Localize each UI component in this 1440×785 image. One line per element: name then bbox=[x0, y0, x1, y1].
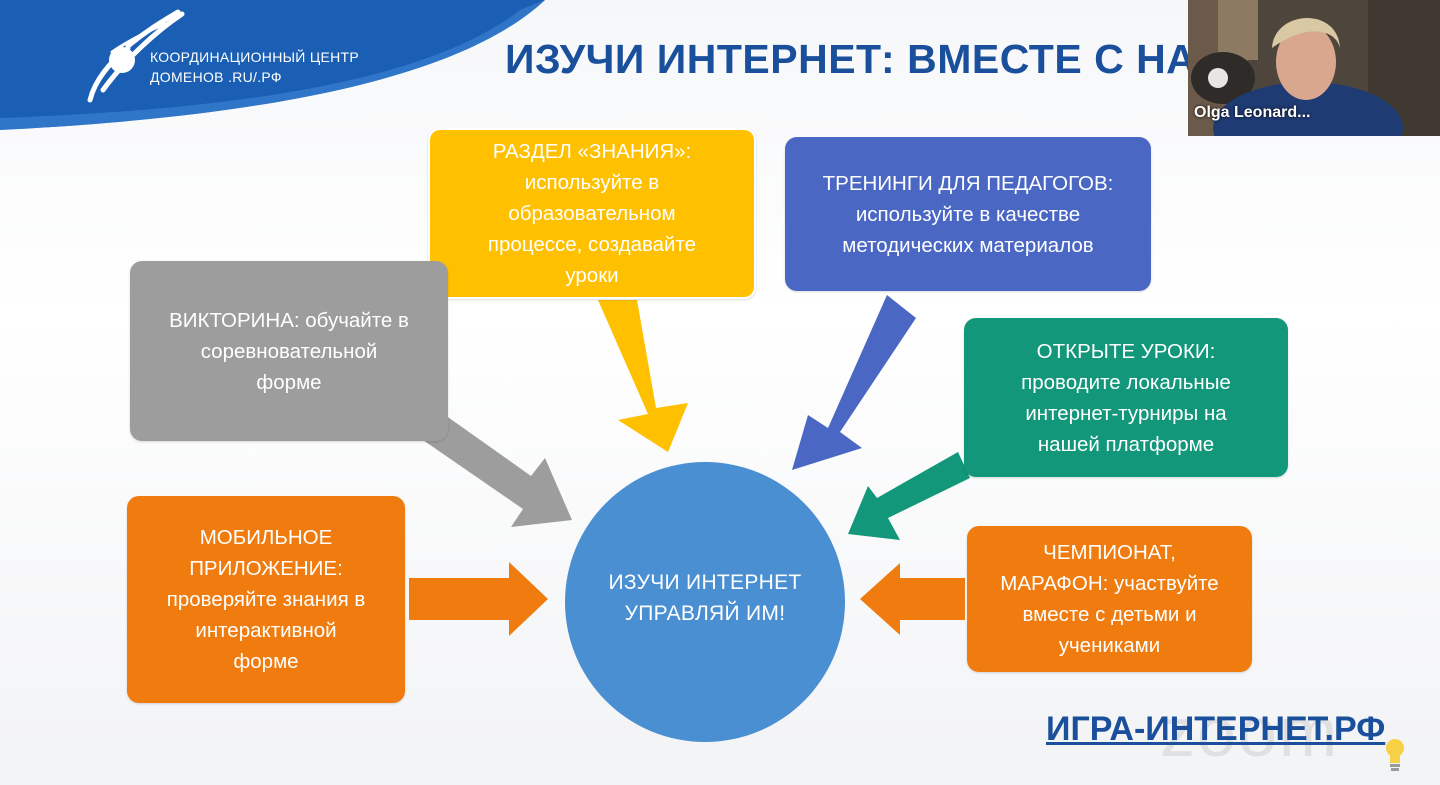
box-line: ТРЕНИНГИ ДЛЯ ПЕДАГОГОВ: bbox=[822, 171, 1114, 195]
knowledge-section-box: РАЗДЕЛ «ЗНАНИЯ»: используйте в образоват… bbox=[428, 128, 756, 299]
box-line: уроки bbox=[565, 264, 619, 287]
slide-title: ИЗУЧИ ИНТЕРНЕТ: ВМЕСТЕ С НАМИ bbox=[505, 36, 1261, 82]
satellite-icon bbox=[87, 9, 185, 103]
site-link[interactable]: ИГРА-ИНТЕРНЕТ.РФ bbox=[1046, 710, 1386, 748]
box-line: интерактивной bbox=[195, 619, 337, 642]
box-line: форме bbox=[256, 370, 322, 394]
box-line: образовательном bbox=[508, 202, 676, 225]
mobile-app-box: МОБИЛЬНОЕ ПРИЛОЖЕНИЕ: проверяйте знания … bbox=[127, 496, 405, 703]
box-line: вместе с детьми и bbox=[1022, 603, 1197, 626]
box-line: ВИКТОРИНА: обучайте в bbox=[169, 308, 409, 332]
arrow-from-championship bbox=[860, 563, 965, 635]
center-line-2: УПРАВЛЯЙ ИМ! bbox=[624, 602, 786, 625]
box-line: соревновательной bbox=[200, 339, 378, 363]
logo-band bbox=[0, 0, 545, 130]
logo-text: КООРДИНАЦИОННЫЙ ЦЕНТР ДОМЕНОВ .RU/.РФ bbox=[150, 47, 359, 87]
box-line: проводите локальные bbox=[1021, 370, 1231, 394]
box-line: используйте в bbox=[524, 171, 660, 194]
championship-box: ЧЕМПИОНАТ, МАРАФОН: участвуйте вместе с … bbox=[967, 526, 1252, 672]
quiz-box: ВИКТОРИНА: обучайте в соревновательной ф… bbox=[130, 261, 448, 441]
box-line: методических материалов bbox=[842, 233, 1094, 257]
arrow-from-mobile-app bbox=[409, 562, 548, 636]
box-line: используйте в качестве bbox=[855, 202, 1081, 226]
video-feed bbox=[1188, 0, 1440, 136]
arrow-from-open-lessons bbox=[848, 452, 970, 540]
box-line: ОТКРЫТЕ УРОКИ: bbox=[1036, 339, 1216, 363]
box-line: форме bbox=[233, 650, 299, 673]
box-line: МАРАФОН: участвуйте bbox=[1000, 572, 1219, 595]
box-line: ЧЕМПИОНАТ, bbox=[1043, 541, 1176, 564]
center-line-1: ИЗУЧИ ИНТЕРНЕТ bbox=[608, 571, 802, 594]
participant-name: Olga Leonard... bbox=[1194, 104, 1311, 121]
box-line: нашей платформе bbox=[1037, 432, 1215, 456]
box-line: процессе, создавайте bbox=[487, 233, 697, 256]
participant-video-tile[interactable]: Olga Leonard... bbox=[1188, 0, 1440, 136]
box-line: учениками bbox=[1058, 634, 1161, 657]
box-line: МОБИЛЬНОЕ bbox=[199, 526, 333, 549]
box-line: ПРИЛОЖЕНИЕ: bbox=[189, 557, 343, 580]
teacher-trainings-box: ТРЕНИНГИ ДЛЯ ПЕДАГОГОВ: используйте в ка… bbox=[785, 137, 1151, 291]
lightbulb-icon bbox=[1386, 739, 1404, 771]
arrow-from-trainings bbox=[792, 295, 916, 470]
box-line: проверяйте знания в bbox=[166, 588, 366, 611]
center-text: ИЗУЧИ ИНТЕРНЕТ УПРАВЛЯЙ ИМ! bbox=[566, 567, 844, 629]
logo-band-highlight bbox=[0, 0, 545, 130]
box-line: интернет-турниры на bbox=[1025, 401, 1227, 425]
zoom-watermark: zoom bbox=[1160, 693, 1340, 771]
arrow-from-knowledge bbox=[598, 300, 688, 452]
open-lessons-box: ОТКРЫТЕ УРОКИ: проводите локальные интер… bbox=[964, 318, 1288, 477]
box-line: РАЗДЕЛ «ЗНАНИЯ»: bbox=[492, 140, 692, 163]
logo-line-2: ДОМЕНОВ .RU/.РФ bbox=[150, 69, 282, 85]
arrow-from-quiz bbox=[420, 415, 572, 527]
logo-line-1: КООРДИНАЦИОННЫЙ ЦЕНТР bbox=[150, 49, 360, 65]
center-circle bbox=[565, 462, 845, 742]
